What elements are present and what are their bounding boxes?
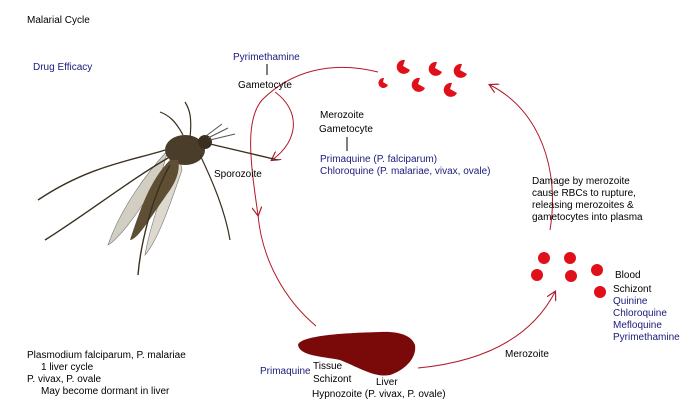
red-blood-cell [594,286,606,298]
drug-mefloquine: Mefloquine [613,320,662,331]
drug-primaquine-falciparum: Primaquine (P. falciparum) [320,154,438,165]
infected-rbc [396,59,410,74]
species-note: Plasmodium falciparum, P. malariae 1 liv… [27,350,186,398]
liver-illustration [298,331,416,376]
cycle-arc-mosquito-to-liver [257,214,317,327]
infected-rbc-group [378,59,467,97]
red-blood-cell [538,252,550,264]
red-blood-cell [591,264,603,276]
label-primaquine-liver: Primaquine [260,366,311,377]
label-gametocyte-top: Gametocyte [238,80,292,91]
diagram-title: Malarial Cycle [27,15,90,26]
label-tissue: Tissue [313,361,343,372]
species-note-line: Plasmodium falciparum, P. malariae [27,350,186,361]
drug-pyrimethamine: Pyrimethamine [613,332,680,343]
red-blood-cell [564,252,576,264]
drug-chloroquine-others: Chloroquine (P. malariae, vivax, ovale) [320,166,491,177]
damage-note-line: cause RBCs to rupture, [532,188,636,199]
cycle-arc-liver-to-blood [417,292,555,369]
cycle-arc-rbc-to-gametocyte [250,66,379,215]
label-blood: Blood [615,270,641,281]
label-pyrimethamine-top: Pyrimethamine [233,52,300,63]
species-note-line: 1 liver cycle [41,362,94,373]
label-gametocyte-mid: Gametocyte [319,124,373,135]
infected-rbc [378,77,388,88]
label-hypnozoite: Hypnozoite (P. vivax, P. ovale) [312,389,446,400]
label-merozoite-bottom: Merozoite [505,349,549,360]
drugs-middle-list: Primaquine (P. falciparum) Chloroquine (… [320,154,490,178]
damage-note-line: gametocytes into plasma [532,212,643,223]
drugs-blood-list: Quinine Chloroquine Mefloquine Pyrimetha… [613,296,680,344]
species-note-line: May become dormant in liver [41,386,170,397]
damage-note-line: Damage by merozoite [532,176,630,187]
label-schizont-blood: Schizont [613,284,652,295]
label-sporozoite: Sporozoite [214,169,262,180]
diagram-subtitle: Drug Efficacy [33,62,93,73]
infected-rbc [428,61,442,76]
cycle-arc-blood-to-rbcs [490,85,553,231]
damage-note-line: releasing merozoites & [532,200,634,211]
drug-chloroquine: Chloroquine [613,308,667,319]
drug-quinine: Quinine [613,296,648,307]
infected-rbc [453,63,467,78]
label-merozoite-mid: Merozoite [320,110,364,121]
species-note-line: P. vivax, P. ovale [27,374,102,385]
damage-note: Damage by merozoite cause RBCs to ruptur… [532,176,643,224]
cycle-arc-gametocyte-to-mosquito [272,91,294,160]
mosquito-illustration [37,101,279,276]
red-blood-cell [565,270,577,282]
label-liver: Liver [376,377,398,388]
blood-cells-group [531,252,606,298]
label-schizont-liver: Schizont [313,374,352,385]
infected-rbc [443,82,457,97]
infected-rbc [411,77,425,92]
red-blood-cell [531,269,543,281]
